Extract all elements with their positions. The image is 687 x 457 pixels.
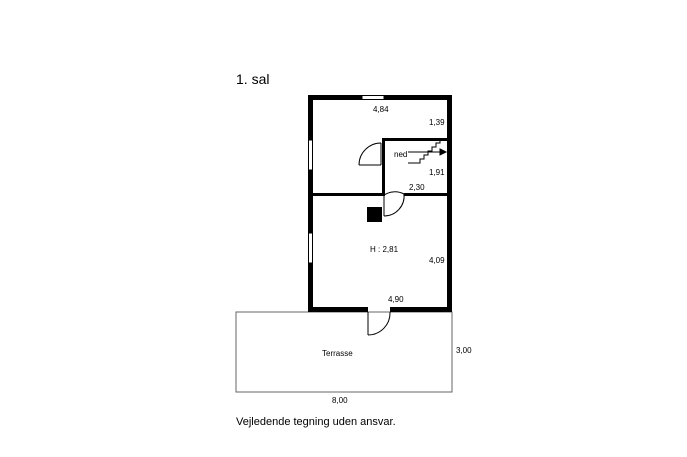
label-terrace: Terrasse (322, 349, 353, 358)
label-terrace-depth: 3,00 (456, 346, 472, 355)
label-top-width: 4,84 (373, 105, 389, 114)
door-upper-left (358, 142, 382, 166)
label-room-depth: 4,09 (429, 256, 445, 265)
floor-title: 1. sal (236, 71, 269, 87)
disclaimer: Vejledende tegning uden ansvar. (236, 416, 396, 428)
windows (308, 95, 385, 264)
door-terrace (367, 311, 391, 336)
label-terrace-width: 8,00 (332, 396, 348, 405)
label-stair: ned (394, 150, 407, 159)
chimney-icon (367, 207, 382, 222)
outer-walls (308, 95, 452, 312)
label-stair-depth: 1,91 (429, 168, 445, 177)
label-upper-right-depth: 1,39 (429, 118, 445, 127)
window-top (361, 95, 385, 100)
window-left-upper (308, 139, 313, 171)
interior-walls (313, 138, 447, 196)
label-ceiling-height: H : 2,81 (370, 245, 399, 254)
door-partition (383, 191, 405, 217)
label-bottom-width: 4,90 (388, 295, 404, 304)
staircase (408, 141, 448, 164)
label-partition-width: 2,30 (409, 183, 425, 192)
window-left-lower (308, 232, 313, 264)
